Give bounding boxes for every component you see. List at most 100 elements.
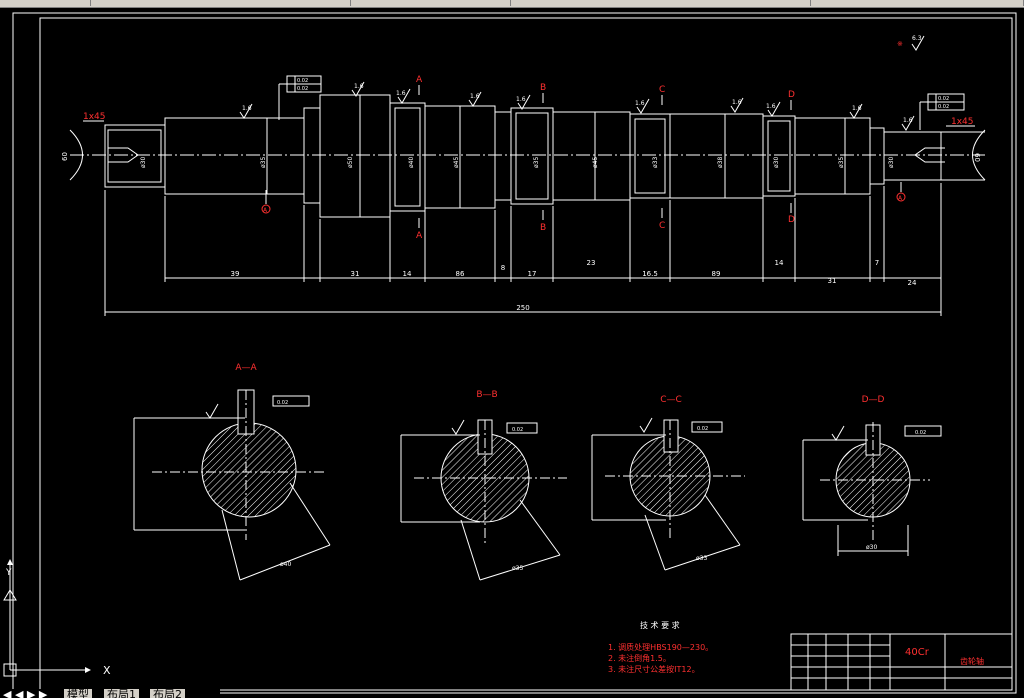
center-angle-right: 60 [973, 153, 981, 162]
svg-text:0.02: 0.02 [915, 430, 926, 436]
section-b-title: B—B [476, 390, 497, 400]
right-center-hole [914, 147, 945, 163]
outer-frame [12, 12, 1017, 694]
toolbar-segment[interactable] [0, 0, 91, 6]
step-3 [266, 117, 305, 195]
section-markers: AA BB CC DD [416, 75, 795, 241]
roughness-label: 1.6 [396, 90, 406, 97]
tol-value: 0.02 [938, 104, 949, 110]
svg-text:ø30: ø30 [888, 157, 895, 168]
svg-text:0.02: 0.02 [697, 426, 708, 432]
section-d-title: D—D [862, 395, 885, 405]
svg-text:39: 39 [231, 270, 240, 278]
inner-frame [39, 17, 1013, 691]
step-11 [629, 113, 671, 199]
step-1 [104, 124, 166, 188]
svg-text:31: 31 [828, 277, 837, 285]
tab-model[interactable]: 模型 [64, 689, 92, 698]
tab-nav-arrows[interactable]: ◀ ◀ ▶ ▶ [0, 689, 66, 698]
svg-text:A: A [263, 207, 268, 214]
tech-requirements: 技 术 要 求 1. 调质处理HBS190—230。 2. 未注倒角1.5。 3… [608, 620, 713, 674]
tech-item-3: 3. 未注尺寸公差按IT12。 [608, 664, 700, 674]
roughness-label: 1.6 [766, 103, 776, 110]
ucs-x-label: X [103, 664, 111, 677]
tab-layout-2[interactable]: 布局2 [150, 689, 185, 698]
title-material: 40Cr [905, 647, 930, 658]
left-end-arc [69, 129, 83, 181]
svg-text:17: 17 [528, 270, 537, 278]
step-2 [164, 117, 268, 195]
datum-markers: A A [261, 182, 906, 214]
shaft-main-view [69, 94, 986, 218]
svg-text:ø40: ø40 [280, 561, 291, 568]
svg-text:8: 8 [501, 264, 505, 272]
svg-text:ø35: ø35 [512, 565, 523, 572]
section-d: D—D ø30 0.02 [802, 395, 942, 556]
svg-text:B: B [540, 83, 546, 93]
svg-text:D: D [788, 90, 795, 100]
svg-text:0.02: 0.02 [512, 427, 523, 433]
svg-text:ø50: ø50 [347, 157, 354, 168]
tol-value: 0.02 [297, 86, 308, 92]
tol-value: 0.02 [297, 78, 308, 84]
svg-text:0.02: 0.02 [277, 400, 288, 406]
step-16 [883, 131, 942, 181]
svg-text:ø33: ø33 [696, 555, 707, 562]
section-lines [418, 85, 792, 228]
tech-item-2: 2. 未注倒角1.5。 [608, 653, 671, 663]
svg-text:ø38: ø38 [717, 157, 724, 168]
section-c-title: C—C [660, 395, 682, 405]
step-8 [494, 111, 512, 201]
svg-text:ø33: ø33 [652, 157, 659, 168]
chamfer-right: 1x45 [951, 117, 974, 127]
overall-length: 250 [516, 304, 529, 312]
svg-text:C: C [659, 85, 665, 95]
layout-tabs: ◀ ◀ ▶ ▶ 模型 布局1 布局2 [0, 689, 220, 698]
tab-layout-1[interactable]: 布局1 [104, 689, 139, 698]
toolbar-segment[interactable] [90, 0, 351, 6]
drawing-canvas[interactable]: ø30 ø35 ø50 ø40 ø45 ø35 ø45 ø33 ø38 ø30 … [0, 8, 1024, 698]
dimension-chain [104, 183, 942, 316]
ucs-icon [3, 559, 91, 677]
toolbar-segment[interactable] [510, 0, 811, 6]
roughness-corner-label: 6.3 [912, 35, 922, 42]
roughness-label: 1.6 [635, 100, 645, 107]
svg-text:14: 14 [403, 270, 412, 278]
svg-text:ø30: ø30 [866, 544, 877, 551]
svg-text:A: A [416, 75, 423, 85]
dimension-values: 39 31 14 86 8 17 23 16.5 89 14 31 7 24 2… [231, 259, 917, 312]
svg-text:B: B [540, 223, 546, 233]
left-center-hole [108, 147, 139, 163]
section-c: C—C ø33 0.02 [591, 395, 745, 571]
svg-text:16.5: 16.5 [642, 270, 658, 278]
roughness-label: 1.6 [242, 105, 252, 112]
roughness-symbols [239, 35, 925, 131]
tol-value: 0.02 [938, 96, 949, 102]
roughness-label: 1.6 [470, 93, 480, 100]
step-9 [510, 107, 554, 205]
svg-text:ø45: ø45 [453, 157, 460, 168]
tech-heading: 技 术 要 求 [640, 620, 680, 630]
svg-text:ø35: ø35 [838, 157, 845, 168]
toolbar-segment[interactable] [810, 0, 1024, 6]
roughness-label: 1.6 [516, 96, 526, 103]
step-14 [794, 117, 871, 195]
svg-text:ø40: ø40 [408, 157, 415, 168]
svg-text:24: 24 [908, 279, 917, 287]
svg-text:ø30: ø30 [773, 157, 780, 168]
roughness-label: 1.6 [903, 117, 913, 124]
roughness-label: 1.6 [354, 83, 364, 90]
svg-text:ø30: ø30 [140, 157, 147, 168]
roughness-label: 1.6 [852, 105, 862, 112]
step-10 [552, 111, 631, 201]
title-part-name: 齿轮轴 [960, 656, 984, 666]
tech-item-1: 1. 调质处理HBS190—230。 [608, 642, 713, 652]
svg-text:A: A [898, 195, 903, 202]
svg-text:31: 31 [351, 270, 360, 278]
svg-text:D: D [788, 215, 795, 225]
toolbar-segment[interactable] [350, 0, 511, 6]
roughness-label: 1.6 [732, 99, 742, 106]
center-angle-left: 60 [61, 152, 69, 161]
section-b: B—B ø35 0.02 [400, 390, 567, 581]
shaft-diameter-labels: ø30 ø35 ø50 ø40 ø45 ø35 ø45 ø33 ø38 ø30 … [140, 157, 895, 168]
